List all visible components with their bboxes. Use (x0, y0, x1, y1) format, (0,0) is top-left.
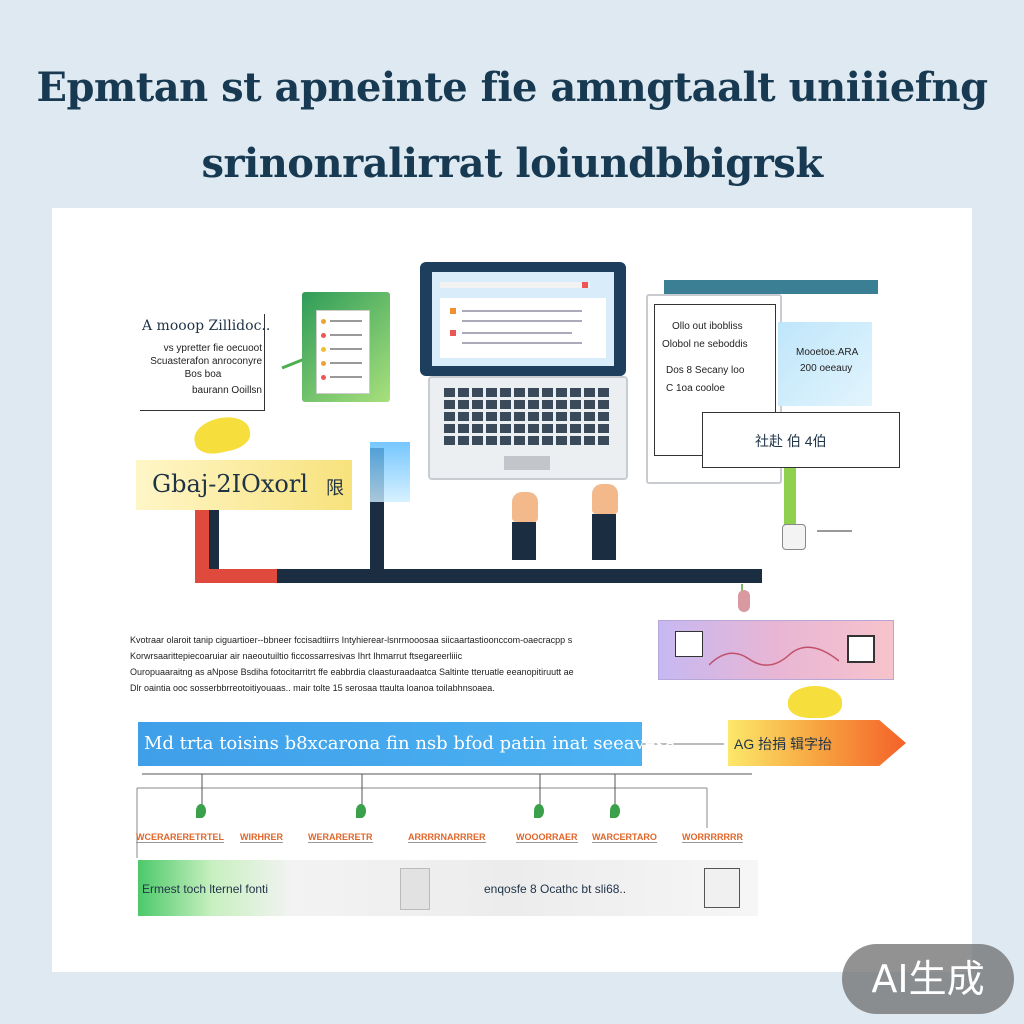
paragraph-line: Ouropuaaraitng as aNpose Bsdiha fotocita… (130, 667, 574, 677)
step-label: WIRHRER (240, 832, 283, 843)
step-label: WARCERTARO (592, 832, 657, 843)
shelf-icon (704, 868, 740, 908)
drop-icon (738, 590, 750, 612)
right-doc-line: C 1oa cooloe (666, 383, 725, 394)
blue-light-icon (370, 442, 410, 502)
green-pin-icon (196, 804, 206, 818)
paragraph-line: Dlr oaintia ooc sosserbbrreotoitiyouaas.… (130, 683, 495, 693)
paragraph-block: Kvotraar olaroit tanip ciguartioer--bbne… (130, 632, 600, 696)
green-pin-icon (356, 804, 366, 818)
arrow-label-text: AG 抬捐 辑字抬 (734, 736, 833, 752)
page-title-line-2: srinonralirrat loiundbbigrsk (201, 140, 823, 187)
laptop-keyboard (428, 376, 628, 480)
right-doc-line: Dos 8 Secany loo (666, 365, 745, 376)
bottom-strip: Ermest toch lternel fonti enqosfe 8 Ocat… (138, 860, 758, 916)
panel-machine-icon (675, 631, 703, 657)
hand-left-icon (512, 492, 538, 522)
right-doc-line: Ollo out ibobliss (672, 321, 743, 332)
left-note-line: vs ypretter fie oecuoot (163, 343, 262, 354)
paragraph-line: Korwrsaarittepiecoaruiar air naeoutuilti… (130, 651, 463, 661)
step-label: WORRRRRRR (682, 832, 743, 843)
hand-right-icon (592, 484, 618, 514)
left-note-line: baurann Ooillsn (191, 385, 262, 396)
panel-image-icon (847, 635, 875, 663)
date-banner: Gbaj-2IOxorl 限 (136, 460, 352, 510)
right-doc-header-bar (664, 280, 878, 294)
step-label: WCERARERETRTEL (136, 832, 224, 843)
laptop-screen (420, 262, 626, 376)
gradient-panel (658, 620, 894, 680)
date-banner-text: Gbaj-2IOxorl (152, 470, 308, 498)
right-value-label: 社赴 伯 4伯 (755, 433, 827, 449)
green-pin-icon (610, 804, 620, 818)
left-note-line: Bos boa (184, 369, 222, 380)
step-label: ARRRRNARRRER (408, 832, 486, 843)
right-side-line: 200 oeeauy (800, 363, 853, 374)
process-bar-text: Md trta toisins b8xcarona fin nsb bfod p… (144, 733, 676, 754)
right-value-box: 社赴 伯 4伯 (702, 412, 900, 468)
infographic-card: A mooop Zillidoc.. vs ypretter fie oecuo… (52, 208, 972, 972)
step-labels-row: WCERARERETRTEL WIRHRER WERARERETR ARRRRN… (136, 832, 756, 850)
step-label: WOOORRAER (516, 832, 578, 843)
door-icon (400, 868, 430, 910)
sleeve-left (512, 522, 536, 560)
ai-generated-badge: AI生成 (842, 944, 1014, 1014)
right-side-panel: Mooetoe.ARA 200 oeeauy (778, 322, 872, 406)
arrow-label: AG 抬捐 辑字抬 (728, 720, 906, 766)
left-note-line: Scuasterafon anroconyre (150, 356, 262, 367)
left-note-title: A mooop Zillidoc.. (142, 318, 271, 334)
yellow-marker-icon-2 (788, 686, 842, 718)
left-note-box: A mooop Zillidoc.. vs ypretter fie oecuo… (140, 314, 270, 411)
right-doc-line: Olobol ne seboddis (662, 339, 748, 350)
pointer-icon (782, 524, 806, 550)
step-label: WERARERETR (308, 832, 373, 843)
green-pin-icon (534, 804, 544, 818)
page-title-line-1: Epmtan st apneinte fie amngtaalt uniiief… (36, 64, 988, 111)
paragraph-line: Kvotraar olaroit tanip ciguartioer--bbne… (130, 635, 573, 645)
process-bar: Md trta toisins b8xcarona fin nsb bfod p… (138, 722, 675, 766)
bottom-strip-right-text: enqosfe 8 Ocathc bt sli68.. (484, 882, 627, 896)
tablet-document-icon (302, 292, 390, 402)
bottom-strip-left-text: Ermest toch lternel fonti (142, 882, 269, 896)
right-side-line: Mooetoe.ARA (796, 347, 859, 358)
sleeve-right (592, 514, 616, 560)
date-banner-glyph: 限 (326, 478, 344, 498)
panel-wave (709, 646, 839, 666)
